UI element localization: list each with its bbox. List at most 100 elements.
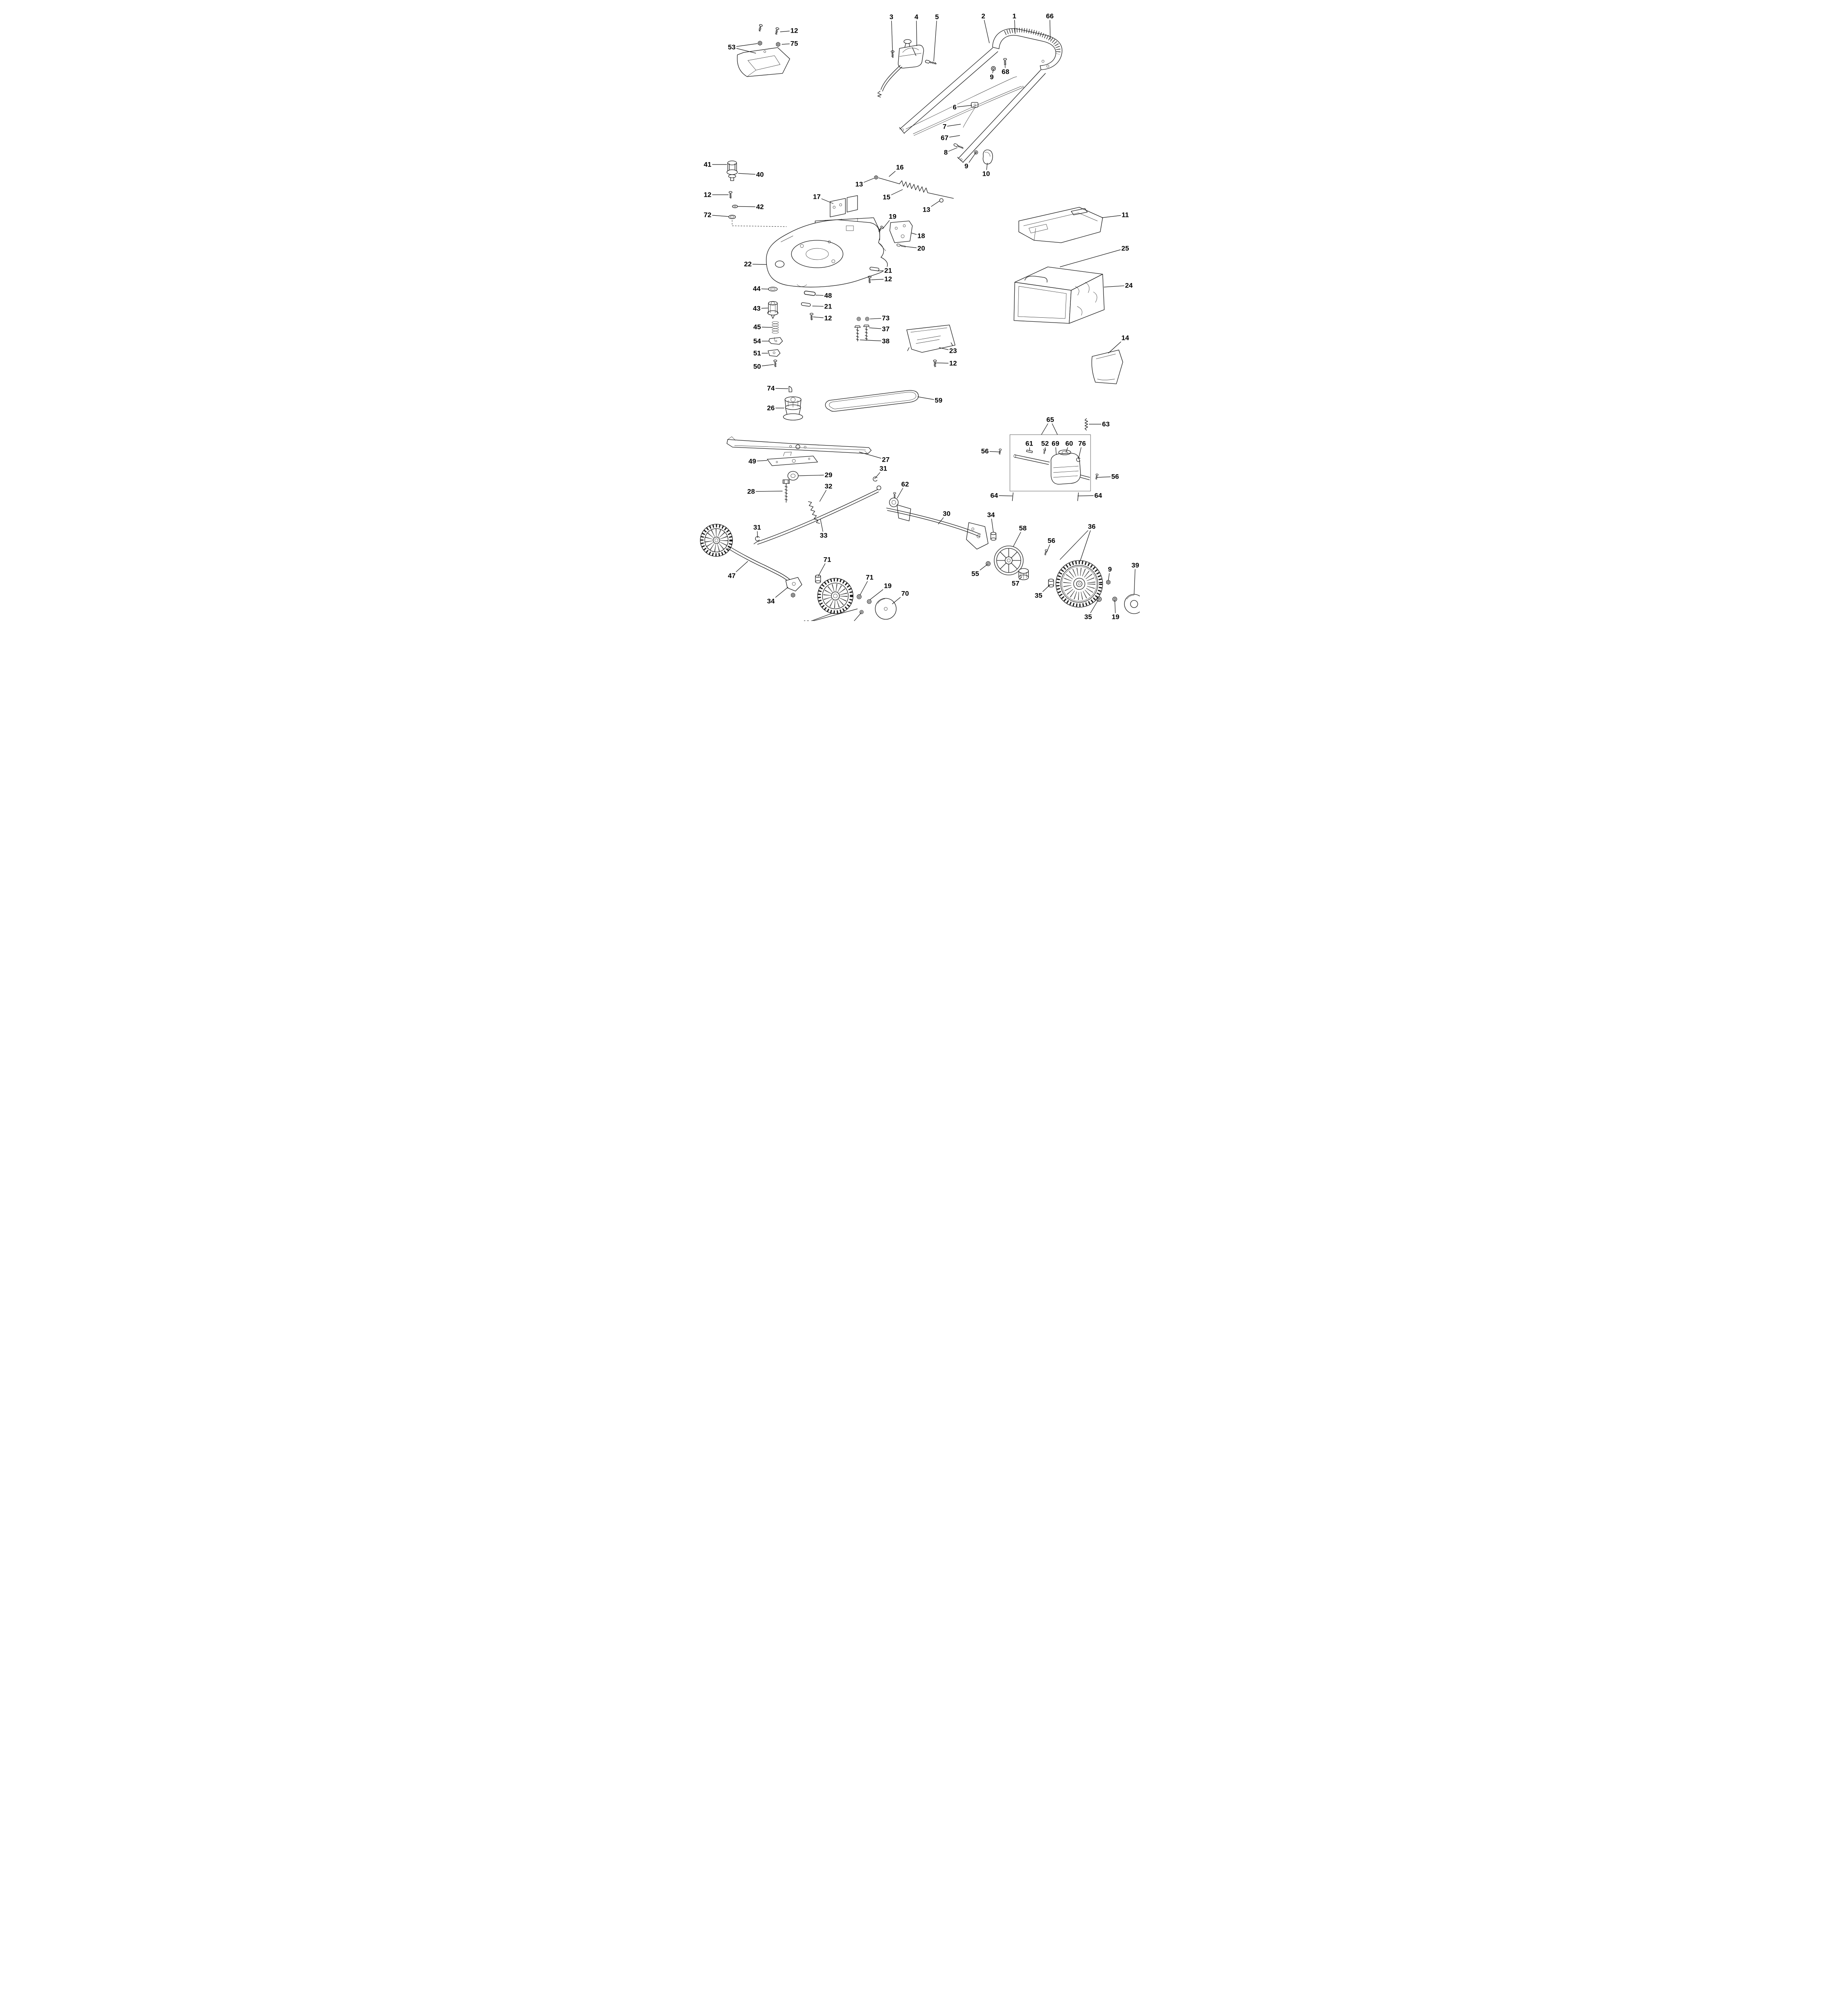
front-wheel-group (815, 575, 897, 620)
leader-line-31 (874, 468, 884, 479)
leader-lines-layer (707, 16, 1136, 621)
leader-line-31 (757, 527, 758, 538)
pivot-bracket-34 (785, 577, 802, 591)
leader-line-24 (1103, 285, 1129, 287)
leader-line-76 (1078, 443, 1082, 459)
leader-line-28 (751, 491, 783, 492)
leader-line-67 (944, 135, 960, 138)
height-adjust-linkage (754, 476, 881, 545)
pulley-and-belt (783, 386, 919, 421)
leader-line-11 (1101, 215, 1126, 218)
transmission-assembly (998, 418, 1099, 501)
diagram-artwork (700, 24, 1140, 620)
leader-line-58 (1013, 528, 1023, 547)
leader-line-53 (731, 47, 756, 54)
leader-line-12 (871, 279, 889, 280)
handle-grip-66 (1004, 28, 1061, 55)
leader-line-2 (983, 16, 990, 44)
leader-line-61 (1029, 443, 1030, 451)
leader-line-59 (917, 396, 939, 401)
leader-line-65 (1041, 419, 1051, 435)
spring-45 (772, 321, 779, 334)
rear-axle-assembly (886, 492, 997, 550)
leader-line-42 (737, 206, 760, 207)
leader-line-5 (933, 17, 937, 62)
leader-line-39 (1134, 565, 1136, 595)
leader-line-30 (938, 513, 947, 525)
leader-line-9 (991, 69, 994, 77)
leader-line-13 (926, 200, 940, 210)
drive-shaft-69 (1014, 454, 1050, 465)
cable-clamp-6 (971, 102, 978, 108)
leader-line-65 (1050, 419, 1058, 435)
leader-line-18 (911, 233, 922, 236)
leader-line-34 (991, 514, 994, 533)
leader-line-12 (780, 30, 795, 32)
axle-bracket (966, 522, 989, 550)
leader-line-33 (820, 519, 824, 536)
leader-line-38 (860, 339, 886, 342)
leader-line-3 (891, 17, 893, 54)
rear-axle-rod-30 (886, 508, 981, 537)
spoked-wheel-58 (994, 546, 1024, 575)
leader-line-10 (986, 162, 988, 174)
leader-line-46 (810, 612, 834, 621)
leader-line-27 (859, 452, 886, 460)
blade-adapter-49 (767, 456, 818, 466)
transmission-box-65 (1010, 434, 1091, 492)
top-cover-11 (1018, 207, 1103, 243)
leader-line-40 (738, 173, 760, 175)
leader-line-56 (985, 451, 1001, 452)
gearbox-60 (1051, 450, 1090, 485)
leader-line-36 (1080, 526, 1092, 562)
leader-line-1 (1014, 16, 1016, 34)
primer-assembly (726, 160, 787, 227)
engine-mount-bolts (854, 317, 870, 342)
leader-line-47 (731, 561, 748, 576)
leader-line-57 (1015, 576, 1022, 584)
bearing-43 (767, 301, 779, 319)
upper-handle-loop (992, 28, 1062, 70)
throttle-cable-7 (906, 76, 1017, 129)
catcher-bag-24 (1069, 274, 1105, 324)
leader-line-62 (897, 484, 906, 499)
bolt-38 (854, 325, 861, 342)
leader-line-73 (870, 318, 886, 319)
leader-line-9 (1108, 569, 1110, 581)
lower-handle-tube-right (957, 70, 1046, 163)
blade-bolt-28 (783, 479, 790, 503)
leader-line-74 (770, 388, 789, 389)
o-ring-72 (728, 215, 736, 219)
throttle-knob (903, 39, 912, 44)
leader-line-32 (819, 486, 829, 502)
grass-catcher (1014, 267, 1105, 324)
leader-line-46 (812, 608, 858, 621)
leader-line-7 (944, 124, 961, 127)
pulley-26 (783, 396, 803, 421)
upper-cover-assembly (737, 24, 790, 77)
leader-line-19 (1114, 600, 1116, 617)
leader-line-37 (869, 327, 886, 329)
leader-line-13 (859, 178, 874, 185)
rear-bracket-18 (889, 221, 913, 243)
leader-line-6 (954, 105, 972, 108)
belt-guard-plate (906, 325, 955, 367)
leader-line-71 (860, 577, 870, 596)
leader-line-53 (731, 43, 758, 48)
leader-line-9 (966, 152, 976, 167)
rear-deflector-14 (1091, 350, 1123, 384)
deck-small-parts (767, 267, 880, 367)
spring-63 (1085, 418, 1088, 431)
leader-line-16 (889, 167, 900, 177)
brake-spring-assembly (874, 175, 954, 203)
leader-line-14 (1108, 337, 1126, 354)
leader-line-4 (916, 17, 917, 46)
front-wheel-46 (817, 578, 853, 614)
leader-line-34 (770, 587, 789, 602)
handlebar-assembly (899, 28, 1062, 165)
leader-line-15 (886, 189, 903, 198)
leader-line-35 (1038, 584, 1051, 596)
front-left-wheel (700, 524, 733, 557)
